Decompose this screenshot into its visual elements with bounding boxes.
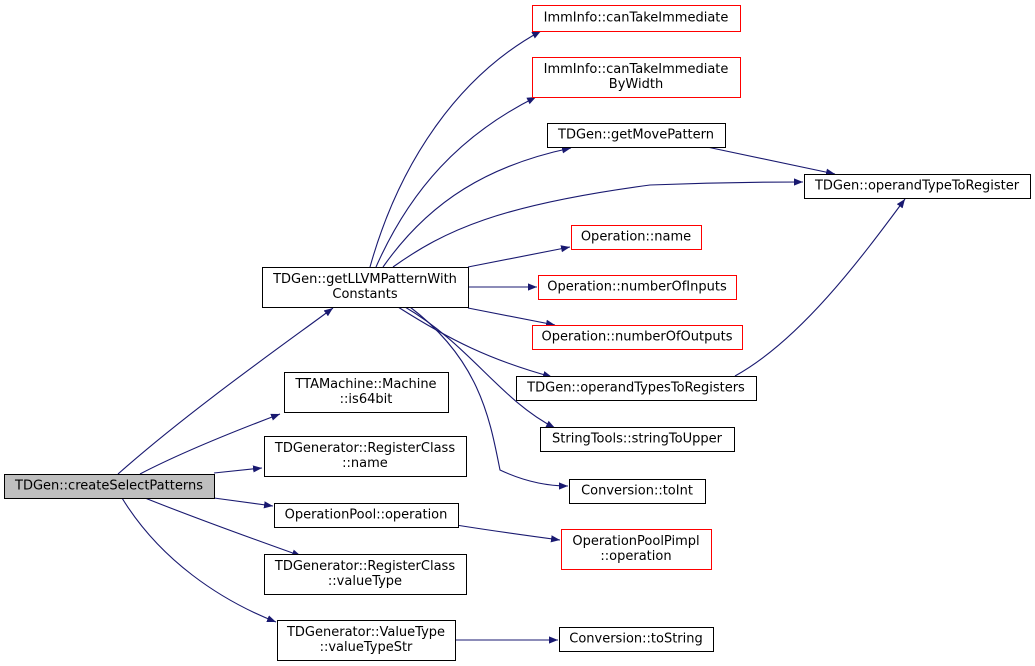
node-box [561, 529, 712, 570]
node-label: OperationPoolPimpl [572, 534, 699, 549]
node-OperationName[interactable]: Operation::name [571, 225, 702, 250]
node-label: Operation::name [581, 230, 691, 245]
node-label: TDGen::getMovePattern [557, 128, 714, 143]
node-operandTypeToRegister[interactable]: TDGen::operandTypeToRegister [804, 174, 1031, 199]
edges-layer [117, 30, 906, 644]
edge-operandTypesToRegisters-to-operandTypeToRegister [734, 198, 906, 377]
edge-OperationPoolOperation-to-OperationPoolPimplOperation [455, 524, 561, 543]
node-canTakeImmediate[interactable]: ImmInfo::canTakeImmediate [532, 5, 741, 32]
node-box [538, 275, 737, 300]
node-RegisterClassName[interactable]: TDGenerator::RegisterClass::name [264, 436, 467, 477]
node-RegisterClassValueType[interactable]: TDGenerator::RegisterClass::valueType [264, 554, 467, 595]
node-label: TDGen::createSelectPatterns [14, 479, 203, 494]
node-box [804, 174, 1031, 199]
node-label: TDGen::operandTypesToRegisters [526, 381, 745, 396]
node-label: TTAMachine::Machine [294, 377, 436, 392]
node-box [264, 436, 467, 477]
node-label: Operation::numberOfInputs [547, 280, 727, 295]
edge-getLLVMPatternWithConstants-to-getMovePattern [382, 146, 572, 268]
edge-getLLVMPatternWithConstants-to-OperationName [467, 245, 571, 268]
node-box [284, 372, 449, 413]
edge-createSelectPatterns-to-is64bit [139, 413, 281, 475]
node-label: Conversion::toString [569, 632, 703, 647]
edge-createSelectPatterns-to-RegisterClassValueType [144, 497, 302, 557]
edge-createSelectPatterns-to-valueTypeStr [121, 497, 277, 623]
node-OperationPoolPimplOperation[interactable]: OperationPoolPimpl::operation [561, 529, 712, 570]
node-label: ::is64bit [340, 392, 393, 407]
node-box [277, 620, 456, 661]
node-operandTypesToRegisters[interactable]: TDGen::operandTypesToRegisters [516, 376, 757, 401]
node-numberOfInputs[interactable]: Operation::numberOfInputs [538, 275, 737, 300]
edge-getLLVMPatternWithConstants-to-canTakeImmediate [369, 30, 542, 268]
node-label: TDGenerator::RegisterClass [274, 441, 455, 456]
node-label: TDGenerator::ValueType [286, 625, 445, 640]
node-getMovePattern[interactable]: TDGen::getMovePattern [547, 123, 726, 148]
edge-getLLVMPatternWithConstants-to-operandTypesToRegisters [397, 306, 553, 379]
edge-getLLVMPatternWithConstants-to-operandTypeToRegister [392, 178, 804, 268]
node-box [516, 376, 757, 401]
node-box [262, 267, 469, 308]
node-toString[interactable]: Conversion::toString [559, 627, 714, 652]
edge-createSelectPatterns-to-RegisterClassName [213, 465, 263, 474]
node-label: ::name [342, 456, 388, 471]
node-label: OperationPool::operation [285, 508, 448, 523]
node-box [571, 225, 702, 250]
node-label: ::operation [600, 549, 671, 564]
node-label: Operation::numberOfOutputs [542, 330, 733, 345]
node-label: ImmInfo::canTakeImmediate [544, 11, 729, 26]
edge-getLLVMPatternWithConstants-to-numberOfOutputs [467, 307, 556, 327]
node-label: ::valueType [328, 574, 402, 589]
edge-createSelectPatterns-to-getLLVMPatternWithConstants [117, 307, 334, 475]
node-box [559, 627, 714, 652]
node-label: ByWidth [609, 77, 663, 92]
node-box [540, 427, 735, 452]
node-box [264, 554, 467, 595]
node-createSelectPatterns[interactable]: TDGen::createSelectPatterns [4, 474, 215, 499]
edge-createSelectPatterns-to-OperationPoolOperation [213, 497, 274, 509]
node-label: TDGen::operandTypeToRegister [814, 179, 1020, 194]
node-box [547, 123, 726, 148]
node-label: ::valueTypeStr [320, 640, 413, 655]
node-valueTypeStr[interactable]: TDGenerator::ValueType::valueTypeStr [277, 620, 456, 661]
node-box [274, 503, 459, 528]
node-numberOfOutputs[interactable]: Operation::numberOfOutputs [532, 325, 743, 350]
node-box [569, 479, 706, 504]
node-label: TDGenerator::RegisterClass [274, 559, 455, 574]
node-label: TDGen::getLLVMPatternWith [272, 272, 457, 287]
node-label: Constants [332, 287, 397, 302]
node-is64bit[interactable]: TTAMachine::Machine::is64bit [284, 372, 449, 413]
node-OperationPoolOperation[interactable]: OperationPool::operation [274, 503, 459, 528]
node-toInt[interactable]: Conversion::toInt [569, 479, 706, 504]
node-box [532, 325, 743, 350]
node-box [4, 474, 215, 499]
node-label: ImmInfo::canTakeImmediate [544, 62, 729, 77]
node-box [532, 57, 741, 98]
node-stringToUpper[interactable]: StringTools::stringToUpper [540, 427, 735, 452]
nodes-layer: TDGen::createSelectPatterns TDGen::getLLV… [4, 5, 1031, 661]
node-label: StringTools::stringToUpper [552, 432, 723, 447]
node-label: Conversion::toInt [581, 484, 693, 499]
edge-getMovePattern-to-operandTypeToRegister [706, 146, 836, 176]
edge-getLLVMPatternWithConstants-to-canTakeImmediateByWidth [375, 96, 537, 268]
edge-getLLVMPatternWithConstants-to-toInt [409, 306, 569, 490]
node-box [532, 5, 741, 32]
